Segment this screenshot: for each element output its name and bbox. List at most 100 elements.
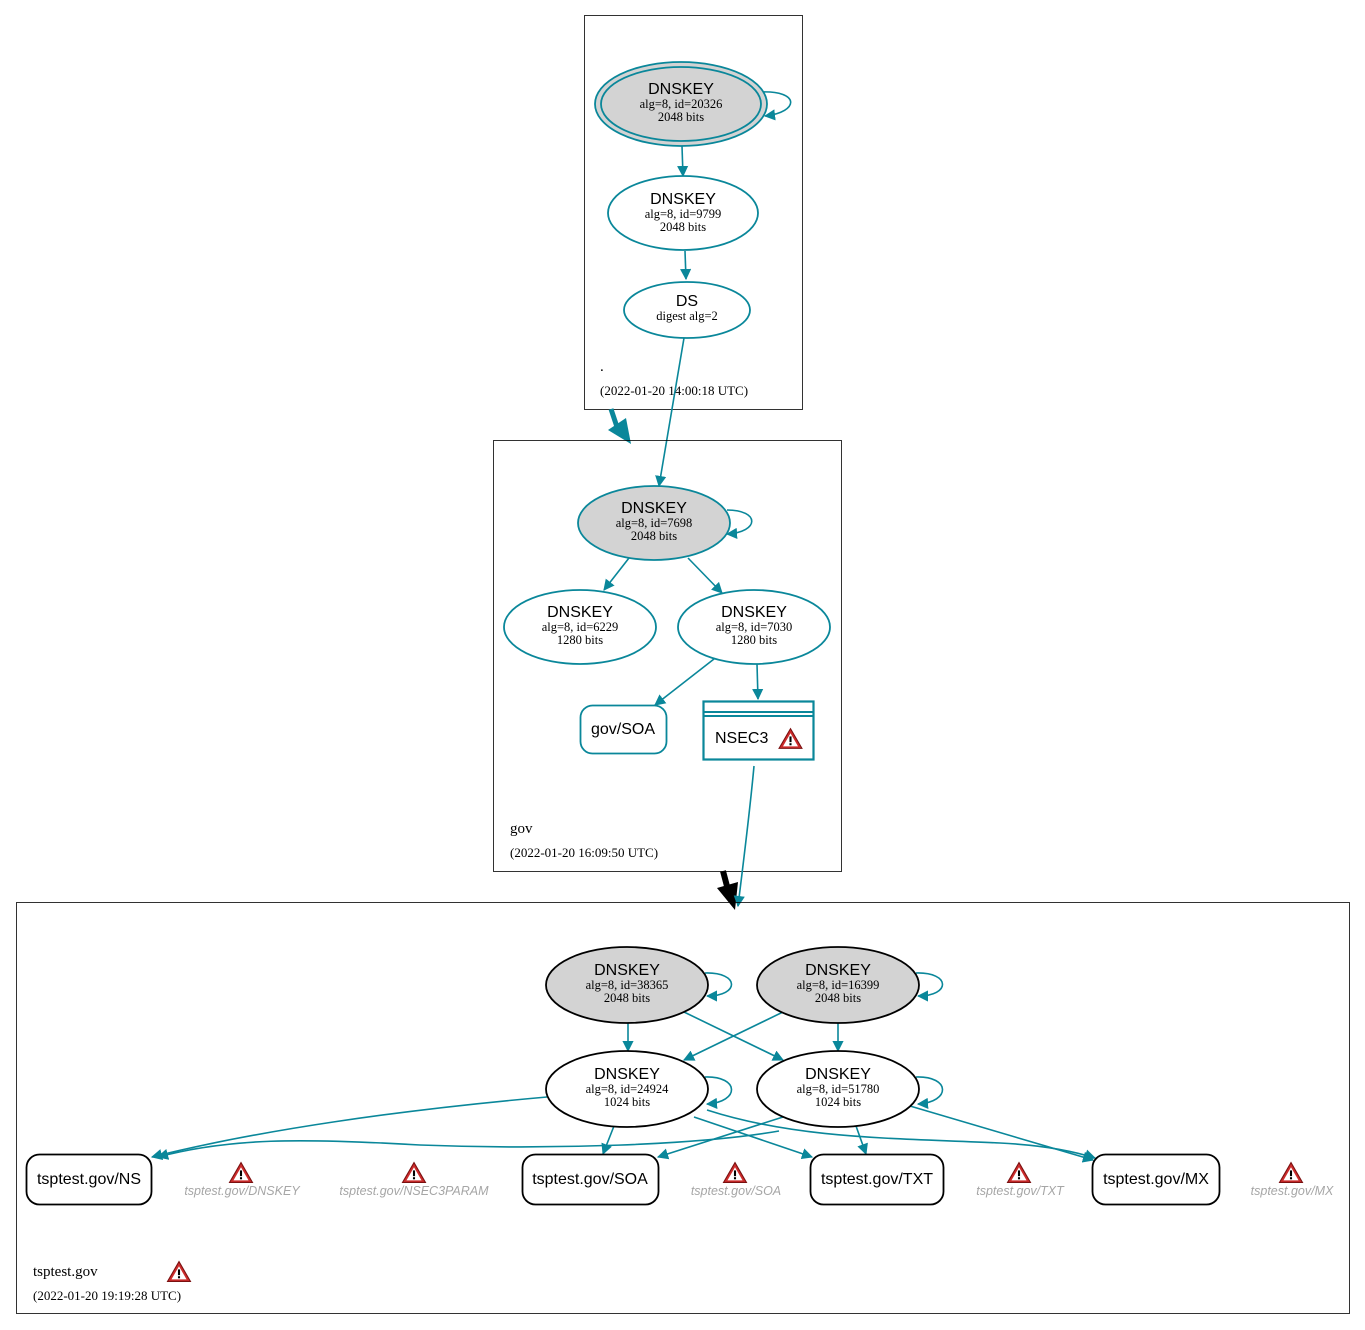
gov-zsk2-node[interactable]: DNSKEY alg=8, id=7030 1280 bits xyxy=(677,589,831,665)
edge-zsk2-mx xyxy=(909,1105,1095,1163)
zone-root-box xyxy=(584,15,803,410)
root-zsk-line2: 2048 bits xyxy=(660,220,706,234)
root-ksk-title: DNSKEY xyxy=(648,81,714,98)
tsptest-zsk1-node[interactable]: DNSKEY alg=8, id=24924 1024 bits xyxy=(545,1050,709,1128)
gov-zsk2-line1: alg=8, id=7030 xyxy=(716,620,793,634)
zone-tsptest-date: (2022-01-20 19:19:28 UTC) xyxy=(33,1288,181,1303)
edge-gov-zsk2-soa xyxy=(654,658,715,706)
gov-soa-label: gov/SOA xyxy=(591,721,655,738)
missing-soa[interactable]: tsptest.gov/SOA xyxy=(691,1162,781,1198)
root-ksk-line2: 2048 bits xyxy=(658,110,704,124)
missing-dnskey-label: tsptest.gov/DNSKEY xyxy=(184,1184,301,1198)
tsptest-ksk2-line1: alg=8, id=16399 xyxy=(797,978,880,992)
tsptest-zsk1-line1: alg=8, id=24924 xyxy=(586,1082,670,1096)
edge-gov-ksk-zsk2 xyxy=(687,557,723,594)
tsptest-txt-label: tsptest.gov/TXT xyxy=(821,1171,933,1188)
gov-zsk2-line2: 1280 bits xyxy=(731,633,777,647)
tsptest-ksk1-line1: alg=8, id=38365 xyxy=(586,978,669,992)
zone-root-date: (2022-01-20 14:00:18 UTC) xyxy=(600,383,748,398)
tsptest-soa-label: tsptest.gov/SOA xyxy=(532,1171,648,1188)
tsptest-mx-node[interactable]: tsptest.gov/MX xyxy=(1091,1153,1221,1206)
gov-zsk1-title: DNSKEY xyxy=(547,604,613,621)
tsptest-zsk2-line2: 1024 bits xyxy=(815,1095,861,1109)
warning-icon xyxy=(401,1162,427,1183)
warning-icon xyxy=(722,1162,748,1183)
root-ksk-line1: alg=8, id=20326 xyxy=(640,97,723,111)
tsptest-ksk2-line2: 2048 bits xyxy=(815,991,861,1005)
tsptest-txt-node[interactable]: tsptest.gov/TXT xyxy=(809,1153,945,1206)
zone-gov-box xyxy=(493,440,842,872)
zone-gov-date: (2022-01-20 16:09:50 UTC) xyxy=(510,845,658,860)
zone-gov: DNSKEY alg=8, id=7698 2048 bits DNSKEY a… xyxy=(493,440,842,872)
warning-icon xyxy=(1006,1162,1032,1183)
tsptest-ksk2-title: DNSKEY xyxy=(805,962,871,979)
tsptest-ksk1-line2: 2048 bits xyxy=(604,991,650,1005)
zone-gov-name: gov xyxy=(510,821,533,837)
tsptest-zsk2-title: DNSKEY xyxy=(805,1066,871,1083)
tsptest-ksk2-node[interactable]: DNSKEY alg=8, id=16399 2048 bits xyxy=(756,946,920,1024)
edge-zsk2-txt xyxy=(855,1125,868,1156)
gov-ksk-line1: alg=8, id=7698 xyxy=(616,516,693,530)
missing-soa-label: tsptest.gov/SOA xyxy=(691,1184,781,1198)
gov-zsk1-line1: alg=8, id=6229 xyxy=(542,620,619,634)
zone-root: DNSKEY alg=8, id=20326 2048 bits DNSKEY … xyxy=(584,15,803,410)
edge-gov-zsk2-nsec3 xyxy=(752,663,764,701)
gov-soa-node[interactable]: gov/SOA xyxy=(579,704,668,755)
missing-nsec3param[interactable]: tsptest.gov/NSEC3PARAM xyxy=(339,1162,489,1198)
edge-root-ksk-self xyxy=(759,91,792,121)
zone-tsptest-box xyxy=(16,902,1350,1314)
missing-nsec3param-label: tsptest.gov/NSEC3PARAM xyxy=(339,1184,489,1198)
zone-tsptest-name: tsptest.gov xyxy=(33,1264,98,1280)
tsptest-zsk2-node[interactable]: DNSKEY alg=8, id=51780 1024 bits xyxy=(756,1050,920,1128)
gov-zsk1-node[interactable]: DNSKEY alg=8, id=6229 1280 bits xyxy=(503,589,657,665)
root-zsk-node[interactable]: DNSKEY alg=8, id=9799 2048 bits xyxy=(607,175,759,251)
edge-ksk2-self xyxy=(915,972,944,1002)
root-zsk-title: DNSKEY xyxy=(650,191,716,208)
tsptest-zsk1-title: DNSKEY xyxy=(594,1066,660,1083)
tsptest-ksk1-node[interactable]: DNSKEY alg=8, id=38365 2048 bits xyxy=(545,946,709,1024)
root-ksk-node[interactable]: DNSKEY alg=8, id=20326 2048 bits xyxy=(594,61,768,147)
tsptest-ns-node[interactable]: tsptest.gov/NS xyxy=(25,1153,153,1206)
zone-tsptest: DNSKEY alg=8, id=38365 2048 bits DNSKEY … xyxy=(16,902,1350,1314)
tsptest-soa-node[interactable]: tsptest.gov/SOA xyxy=(521,1153,660,1206)
tsptest-mx-label: tsptest.gov/MX xyxy=(1103,1171,1209,1188)
gov-ksk-title: DNSKEY xyxy=(621,500,687,517)
gov-zsk1-line2: 1280 bits xyxy=(557,633,603,647)
gov-nsec3-label: NSEC3 xyxy=(715,730,768,747)
tsptest-ksk1-title: DNSKEY xyxy=(594,962,660,979)
missing-txt[interactable]: tsptest.gov/TXT xyxy=(976,1162,1065,1198)
missing-dnskey[interactable]: tsptest.gov/DNSKEY xyxy=(184,1162,301,1198)
warning-icon[interactable] xyxy=(166,1261,192,1282)
missing-mx[interactable]: tsptest.gov/MX xyxy=(1251,1162,1334,1198)
edge-gov-ksk-zsk1 xyxy=(603,557,630,591)
tsptest-zsk2-line1: alg=8, id=51780 xyxy=(797,1082,880,1096)
root-ds-line1: digest alg=2 xyxy=(656,309,718,323)
warning-icon xyxy=(228,1162,254,1183)
edge-zsk2-soa xyxy=(656,1116,784,1160)
edge-zsk1-txt xyxy=(693,1116,814,1160)
gov-nsec3-node[interactable]: NSEC3 xyxy=(702,700,815,761)
tsptest-zsk1-line2: 1024 bits xyxy=(604,1095,650,1109)
root-ds-node[interactable]: DS digest alg=2 xyxy=(623,281,751,339)
gov-zsk2-title: DNSKEY xyxy=(721,604,787,621)
edge-zsk2-ns xyxy=(156,1130,780,1160)
edge-ksk1-self xyxy=(704,972,733,1002)
edge-zsk1-ns xyxy=(150,1096,548,1160)
delegation-gov-tsptest-head xyxy=(717,882,738,910)
edge-root-zsk-ds xyxy=(680,250,692,281)
edge-root-ksk-zsk xyxy=(677,145,689,178)
edge-ds-gov-ksk xyxy=(655,337,685,488)
missing-mx-label: tsptest.gov/MX xyxy=(1251,1184,1334,1198)
edge-ksk2-zsk1 xyxy=(682,1011,784,1061)
edge-zsk2-self xyxy=(915,1076,944,1109)
edge-zsk1-soa xyxy=(601,1125,615,1156)
edge-gov-ksk-self xyxy=(725,509,753,539)
missing-txt-label: tsptest.gov/TXT xyxy=(976,1184,1065,1198)
root-zsk-line1: alg=8, id=9799 xyxy=(645,207,722,221)
edge-zsk1-self xyxy=(704,1076,733,1109)
gov-ksk-line2: 2048 bits xyxy=(631,529,677,543)
gov-ksk-node[interactable]: DNSKEY alg=8, id=7698 2048 bits xyxy=(577,485,731,561)
tsptest-ns-label: tsptest.gov/NS xyxy=(37,1171,141,1188)
delegation-root-gov-head xyxy=(608,418,631,444)
